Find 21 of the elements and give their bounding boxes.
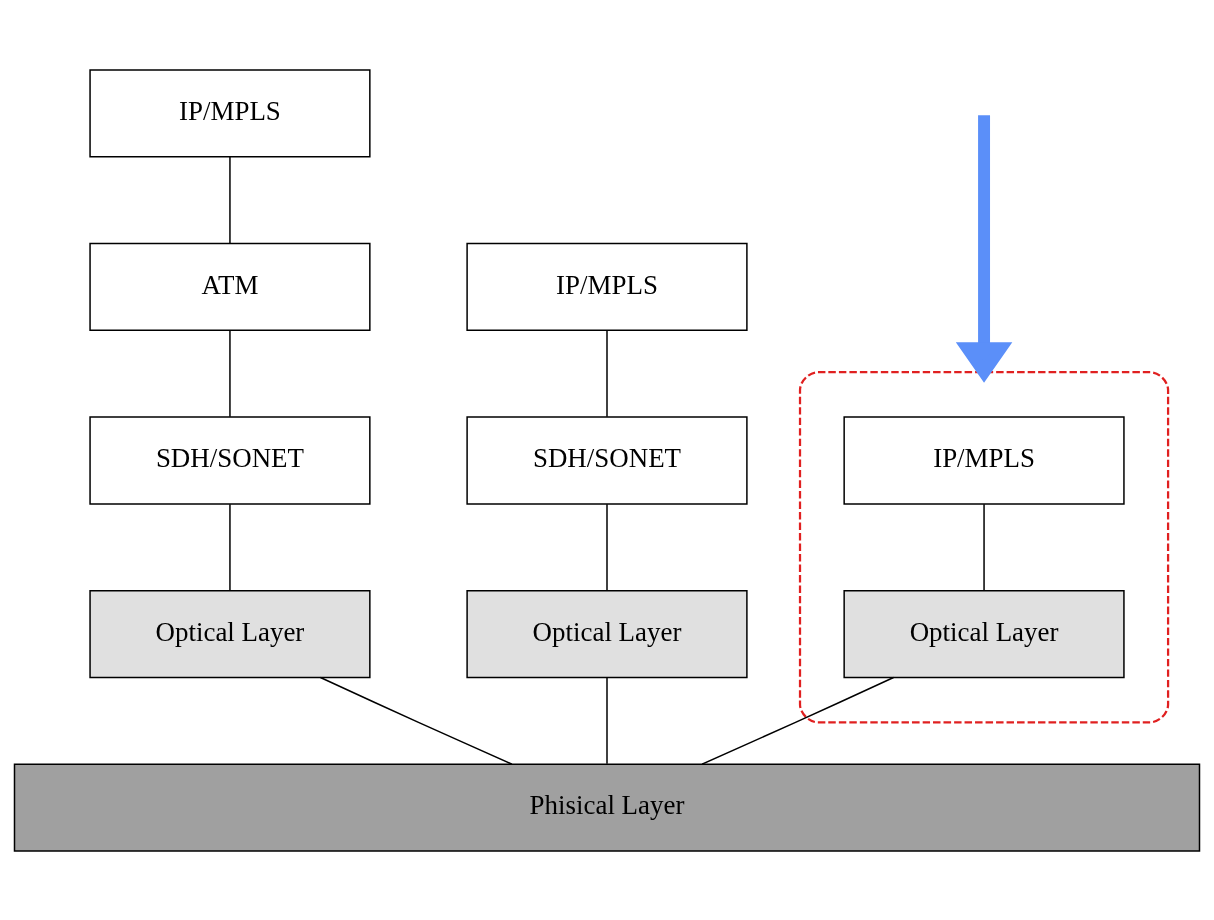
connector (606, 329, 608, 417)
connector (606, 676, 608, 765)
node-box: Optical Layer (843, 589, 1125, 678)
connector (229, 502, 231, 591)
connector (606, 502, 608, 591)
node-box: SDH/SONET (466, 415, 748, 505)
node-box: Phisical Layer (13, 763, 1201, 852)
node-box: IP/MPLS (89, 68, 371, 157)
node-box: IP/MPLS (843, 415, 1125, 505)
connector (319, 676, 513, 765)
node-box: IP/MPLS (466, 242, 748, 331)
connector (983, 502, 985, 591)
connector (229, 155, 231, 244)
node-box: Optical Layer (89, 589, 371, 678)
connector (229, 329, 231, 417)
cluster (798, 370, 1170, 723)
node-box: SDH/SONET (89, 415, 371, 505)
connector (701, 676, 895, 765)
node-box: Optical Layer (466, 589, 748, 678)
arrow (955, 114, 1013, 383)
node-box: ATM (89, 242, 371, 331)
